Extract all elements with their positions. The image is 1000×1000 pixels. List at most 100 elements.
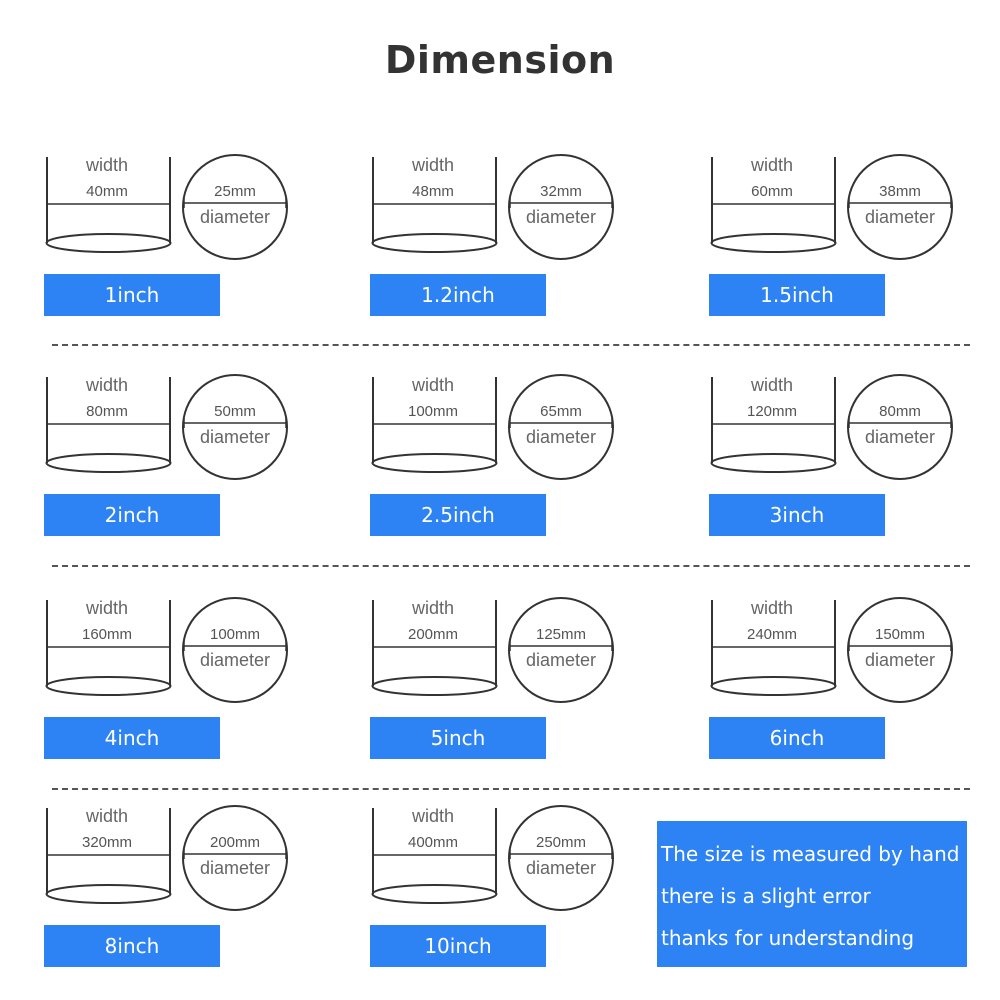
width-value: 80mm [86,403,128,420]
width-label: width [750,598,794,618]
size-drawing [710,374,953,480]
size-card: width 60mm 38mm diameter 1.5inch [709,154,969,325]
diameter-circle [847,597,953,703]
width-value: 200mm [407,626,459,643]
cylinder-base-ellipse [45,453,172,473]
size-drawing [45,374,288,480]
size-drawing [45,597,288,703]
diameter-label: diameter [199,650,271,670]
diameter-label: diameter [864,650,936,670]
note-line: thanks for understanding [661,926,915,950]
width-value: 40mm [86,183,128,200]
diameter-circle [508,374,614,480]
cylinder-base-ellipse [710,453,837,473]
cylinder-base-ellipse [45,676,172,696]
diameter-label: diameter [525,207,597,227]
width-value: 240mm [746,626,798,643]
size-drawing [371,805,614,911]
row-divider [52,344,970,346]
diameter-value: 50mm [214,403,256,420]
cylinder-base-ellipse [371,453,498,473]
size-badge: 1.2inch [370,274,546,316]
size-badge: 2inch [44,494,220,536]
size-drawing [45,805,288,911]
diameter-circle [508,597,614,703]
diameter-circle [847,154,953,260]
size-card: width 200mm 125mm diameter 5inch [370,597,630,768]
size-drawing [371,597,614,703]
width-label: width [85,375,129,395]
width-label: width [85,598,129,618]
diameter-label: diameter [199,427,271,447]
size-card: width 80mm 50mm diameter 2inch [44,374,304,545]
width-label: width [750,375,794,395]
diameter-circle [182,154,288,260]
size-badge: 1.5inch [709,274,885,316]
width-value: 120mm [746,403,798,420]
width-label: width [411,375,455,395]
cylinder-base-ellipse [371,676,498,696]
diameter-value: 125mm [535,626,587,643]
note-line: The size is measured by hand [661,842,960,866]
diameter-value: 65mm [540,403,582,420]
diameter-value: 32mm [540,183,582,200]
width-value: 320mm [81,834,133,851]
diameter-circle [508,154,614,260]
size-card: width 48mm 32mm diameter 1.2inch [370,154,630,325]
page-title: Dimension [384,38,616,82]
size-card: width 100mm 65mm diameter 2.5inch [370,374,630,545]
diameter-label: diameter [199,207,271,227]
size-badge: 2.5inch [370,494,546,536]
diameter-value: 250mm [535,834,587,851]
size-badge: 1inch [44,274,220,316]
diameter-value: 150mm [874,626,926,643]
cylinder-base-ellipse [371,233,498,253]
diameter-circle [508,805,614,911]
width-label: width [411,806,455,826]
width-label: width [750,155,794,175]
measurement-note: The size is measured by hand there is a … [657,821,967,967]
width-value: 400mm [407,834,459,851]
diameter-circle [182,597,288,703]
note-line: there is a slight error [661,884,871,908]
size-badge: 8inch [44,925,220,967]
size-card: width 400mm 250mm diameter 10inch [370,805,630,976]
width-value: 48mm [412,183,454,200]
cylinder-base-ellipse [45,884,172,904]
cylinder-base-ellipse [710,233,837,253]
size-card: width 120mm 80mm diameter 3inch [709,374,969,545]
diameter-value: 25mm [214,183,256,200]
diameter-value: 38mm [879,183,921,200]
size-drawing [45,154,288,260]
row-divider [52,788,970,790]
width-value: 60mm [751,183,793,200]
diameter-label: diameter [864,427,936,447]
size-badge: 10inch [370,925,546,967]
cylinder-base-ellipse [710,676,837,696]
diameter-label: diameter [525,650,597,670]
diameter-label: diameter [864,207,936,227]
diameter-circle [182,374,288,480]
size-badge: 5inch [370,717,546,759]
size-drawing [710,154,953,260]
diameter-label: diameter [525,858,597,878]
diameter-label: diameter [525,427,597,447]
size-drawing [371,154,614,260]
width-value: 100mm [407,403,459,420]
width-label: width [411,155,455,175]
cylinder-base-ellipse [371,884,498,904]
diameter-circle [847,374,953,480]
diameter-value: 80mm [879,403,921,420]
diameter-value: 200mm [209,834,261,851]
width-label: width [411,598,455,618]
cylinder-base-ellipse [45,233,172,253]
row-divider [52,565,970,567]
diameter-value: 100mm [209,626,261,643]
size-card: width 240mm 150mm diameter 6inch [709,597,969,768]
size-badge: 4inch [44,717,220,759]
size-badge: 6inch [709,717,885,759]
size-badge: 3inch [709,494,885,536]
